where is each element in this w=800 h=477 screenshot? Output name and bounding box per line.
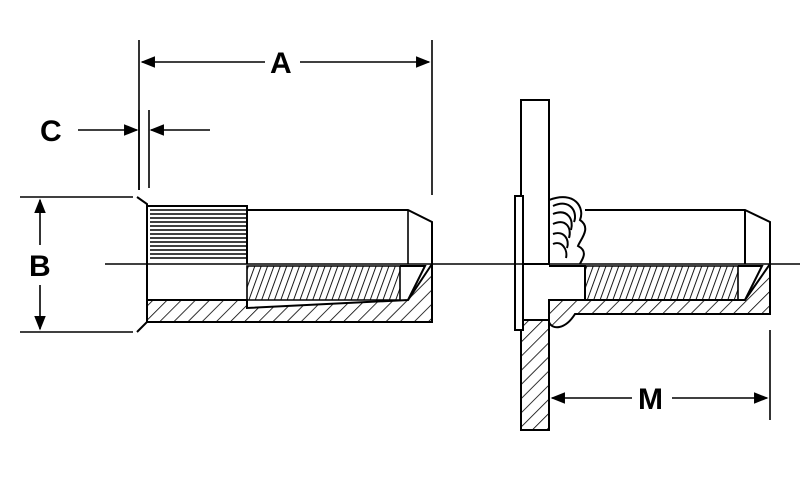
left-lower-wall — [146, 260, 433, 323]
right-bulge-folds — [548, 196, 587, 265]
left-head-flange — [136, 196, 148, 333]
right-thread-bore — [584, 265, 739, 301]
dimension-b: B — [20, 196, 133, 333]
dimension-a: A — [138, 40, 433, 195]
right-body-outline-top — [585, 209, 771, 264]
panel-upper — [520, 99, 550, 265]
label-a: A — [270, 47, 292, 80]
label-m: M — [638, 383, 663, 416]
dimension-m: M — [550, 330, 771, 420]
right-head — [514, 195, 524, 331]
panel-lower — [520, 319, 550, 431]
dimension-c: C — [40, 110, 210, 190]
label-b: B — [29, 250, 51, 283]
left-thread-bore — [246, 265, 401, 301]
left-knurl-lines — [150, 209, 247, 259]
label-c: C — [40, 115, 62, 148]
left-rivet-nut — [136, 196, 433, 333]
left-body-outline-top — [147, 205, 433, 264]
right-rivet-nut — [514, 99, 771, 431]
right-lower-wall — [548, 260, 771, 329]
